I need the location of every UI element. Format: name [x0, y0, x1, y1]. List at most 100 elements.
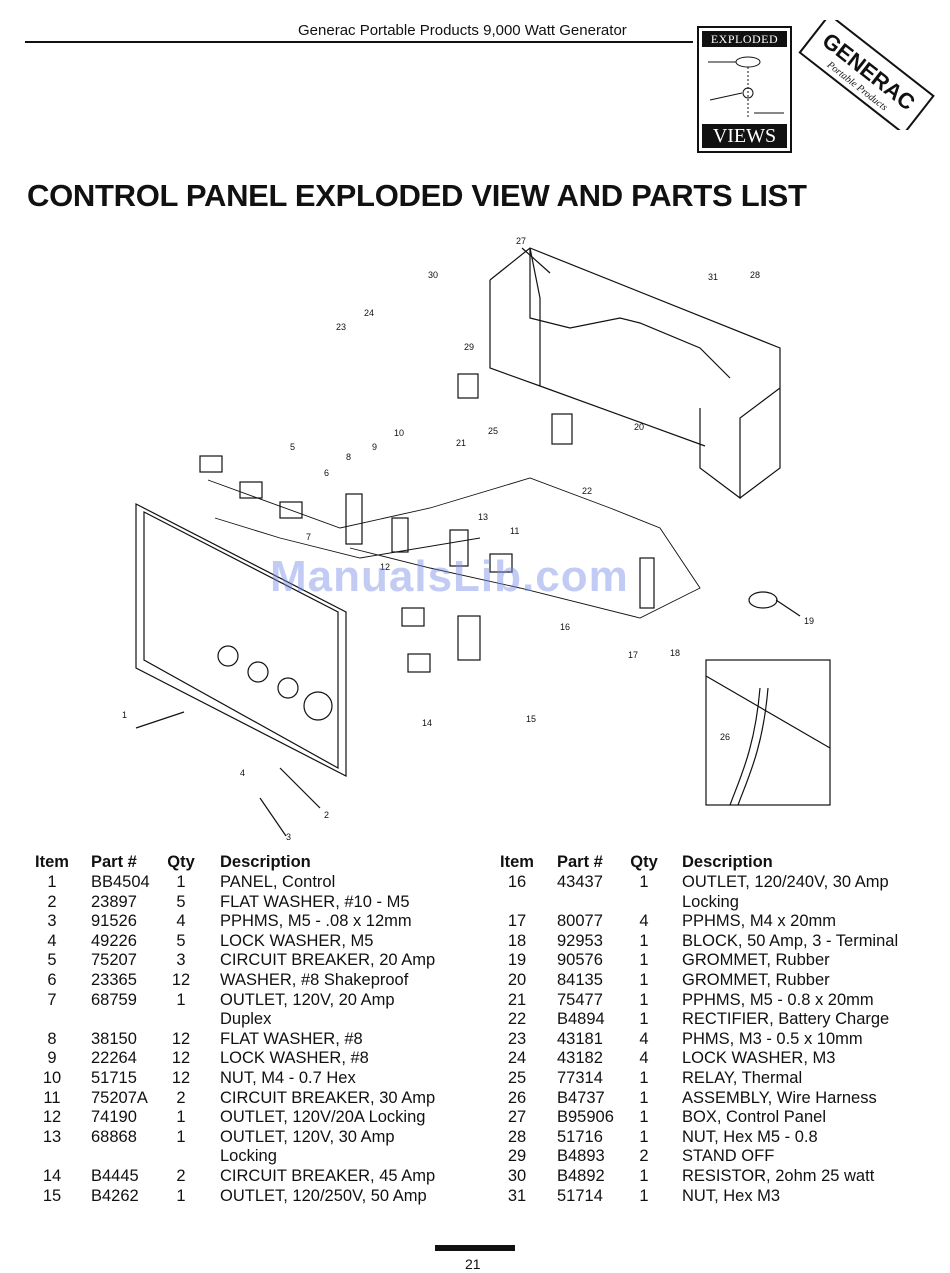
- qty-cell: 1: [639, 1010, 649, 1029]
- col-part: Part #: [91, 852, 137, 871]
- qty-cell: 1: [639, 1088, 649, 1107]
- description-cell: FLAT WASHER, #8: [220, 1029, 363, 1048]
- callout-1: 1: [122, 710, 127, 720]
- callout-22: 22: [582, 486, 592, 496]
- callout-25: 25: [488, 426, 498, 436]
- qty-cell: 1: [176, 1127, 186, 1146]
- callout-12: 12: [380, 562, 390, 572]
- qty-cell: 4: [639, 912, 649, 931]
- part-cell: 38150: [91, 1029, 137, 1048]
- part-cell: 23365: [91, 970, 137, 989]
- description-cell: CIRCUIT BREAKER, 20 Amp: [220, 951, 436, 970]
- part-cell: B95906: [557, 1108, 614, 1127]
- qty-cell: 1: [639, 931, 649, 950]
- callout-30: 30: [428, 270, 438, 280]
- callout-9: 9: [372, 442, 377, 452]
- part-cell: 75207: [91, 951, 137, 970]
- qty-cell: 12: [171, 1068, 191, 1087]
- qty-cell: 1: [639, 1166, 649, 1185]
- description-cell: ASSEMBLY, Wire Harness: [682, 1088, 877, 1107]
- item-cell: 21: [507, 990, 527, 1009]
- table-row-continuation: Locking: [496, 893, 936, 913]
- item-cell: 14: [42, 1166, 62, 1185]
- description-cell: RECTIFIER, Battery Charge: [682, 1010, 890, 1029]
- table-header-row: Item Part # Qty Description: [30, 851, 470, 873]
- callout-14: 14: [422, 718, 432, 728]
- callout-28: 28: [750, 270, 760, 280]
- callout-23: 23: [336, 322, 346, 332]
- callout-15: 15: [526, 714, 536, 724]
- description-cell: CIRCUIT BREAKER, 45 Amp: [220, 1166, 436, 1185]
- part-cell: 51714: [557, 1186, 603, 1205]
- qty-cell: 1: [176, 1108, 186, 1127]
- callout-6: 6: [324, 468, 329, 478]
- part-cell: 23897: [91, 892, 137, 911]
- part-cell: 68868: [91, 1127, 137, 1146]
- qty-cell: 5: [176, 931, 186, 950]
- qty-cell: 3: [176, 951, 186, 970]
- qty-cell: 1: [639, 1186, 649, 1205]
- callout-2: 2: [324, 810, 329, 820]
- description-cell: WASHER, #8 Shakeproof: [220, 970, 409, 989]
- qty-cell: 1: [639, 970, 649, 989]
- qty-cell: 12: [171, 1049, 191, 1068]
- qty-cell: 1: [639, 951, 649, 970]
- callout-4: 4: [240, 768, 245, 778]
- part-cell: B4893: [557, 1147, 605, 1166]
- part-cell: 68759: [91, 990, 137, 1009]
- description-cell: PPHMS, M5 - .08 x 12mm: [220, 912, 412, 931]
- part-cell: B4892: [557, 1166, 605, 1185]
- part-cell: 77314: [557, 1068, 603, 1087]
- item-cell: 31: [507, 1186, 527, 1205]
- item-cell: 9: [47, 1049, 57, 1068]
- description-cell: PHMS, M3 - 0.5 x 10mm: [682, 1029, 863, 1048]
- description-cell-continued: Locking: [220, 1147, 277, 1166]
- description-cell-continued: Duplex: [220, 1010, 272, 1029]
- item-cell: 2: [47, 892, 57, 911]
- qty-cell: 4: [639, 1029, 649, 1048]
- qty-cell: 12: [171, 1029, 191, 1048]
- part-cell: 80077: [557, 912, 603, 931]
- part-cell: B4262: [91, 1186, 139, 1205]
- description-cell: OUTLET, 120V, 20 Amp: [220, 990, 395, 1009]
- item-cell: 28: [507, 1127, 527, 1146]
- description-cell: OUTLET, 120V, 30 Amp: [220, 1127, 395, 1146]
- qty-cell: 1: [176, 990, 186, 1009]
- description-cell: FLAT WASHER, #10 - M5: [220, 892, 410, 911]
- callout-19: 19: [804, 616, 814, 626]
- description-cell: OUTLET, 120V/20A Locking: [220, 1108, 426, 1127]
- callout-27: 27: [516, 236, 526, 246]
- item-cell: 7: [47, 990, 57, 1009]
- part-cell: 92953: [557, 931, 603, 950]
- description-cell: RELAY, Thermal: [682, 1068, 803, 1087]
- item-cell: 3: [47, 912, 57, 931]
- item-cell: 16: [507, 873, 527, 891]
- item-cell: 4: [47, 931, 57, 950]
- description-cell: PPHMS, M5 - 0.8 x 20mm: [682, 990, 874, 1009]
- part-cell: 75477: [557, 990, 603, 1009]
- exploded-view-diagram: 1 2 3 4 5 6 7 8 9 10 11 12 13 14 15 16 1…: [122, 236, 831, 840]
- watermark: ManualsLib.com: [270, 552, 629, 601]
- callout-16: 16: [560, 622, 570, 632]
- callout-20: 20: [634, 422, 644, 432]
- page-number-bar: [435, 1245, 515, 1251]
- description-cell: PPHMS, M4 x 20mm: [682, 912, 837, 931]
- description-cell: LOCK WASHER, #8: [220, 1049, 369, 1068]
- description-cell: LOCK WASHER, M5: [220, 931, 374, 950]
- description-cell: PANEL, Control: [220, 873, 336, 891]
- description-cell: NUT, M4 - 0.7 Hex: [220, 1068, 356, 1087]
